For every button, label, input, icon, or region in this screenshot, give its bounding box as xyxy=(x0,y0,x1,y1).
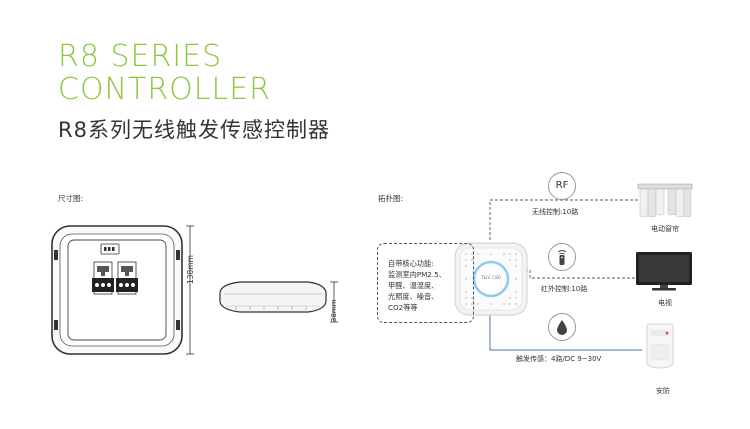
curtain-label: 电动窗帘 xyxy=(651,225,679,233)
title-line1: R8 SERIES xyxy=(58,39,223,74)
remote-control-icon xyxy=(548,243,576,271)
features-line: 甲醛、温湿度、 xyxy=(388,281,439,290)
ir-link-label: 红外控制:10路 xyxy=(541,285,588,293)
trigger-link-line xyxy=(489,315,642,351)
curtain-icon xyxy=(637,183,693,218)
water-drop-icon xyxy=(548,313,576,341)
tv-icon xyxy=(636,252,692,291)
corner-tab xyxy=(54,320,58,330)
title-cn: R8系列无线触发传感控制器 xyxy=(58,118,330,142)
rf-link-label: 无线控制:10路 xyxy=(532,208,579,216)
device-logo: T&V C80 xyxy=(481,276,501,281)
ir-link-line xyxy=(525,269,640,279)
corner-tab xyxy=(176,250,180,260)
corner-tab xyxy=(176,320,180,330)
rf-link-line xyxy=(489,199,640,240)
security-label: 安防 xyxy=(656,387,670,395)
rf-icon: RF xyxy=(548,172,576,200)
features-line: 光照度、噪音、 xyxy=(388,292,439,301)
features-heading: 自带核心功能: xyxy=(388,259,434,268)
features-line: 监测室内PM2.5、 xyxy=(388,270,446,279)
topology-label: 拓扑图: xyxy=(378,194,404,203)
features-line: CO2等等 xyxy=(388,303,418,312)
dimension-drawing xyxy=(51,225,338,355)
corner-tab xyxy=(54,250,58,260)
terminal-block-left xyxy=(92,261,114,295)
side-view xyxy=(219,281,327,313)
features-callout xyxy=(377,243,474,323)
security-sensor-icon xyxy=(646,323,674,369)
tv-label: 电视 xyxy=(658,299,672,307)
trigger-link-label: 触发传感：4路/DC 9~30V xyxy=(516,355,602,363)
dimension-label: 尺寸图: xyxy=(58,194,84,203)
title-line2: CONTROLLER xyxy=(58,72,272,107)
features-text: 自带核心功能: 监测室内PM2.5、 甲醛、温湿度、 光照度、噪音、 CO2等等 xyxy=(388,258,446,313)
terminal-block-right xyxy=(116,261,138,295)
